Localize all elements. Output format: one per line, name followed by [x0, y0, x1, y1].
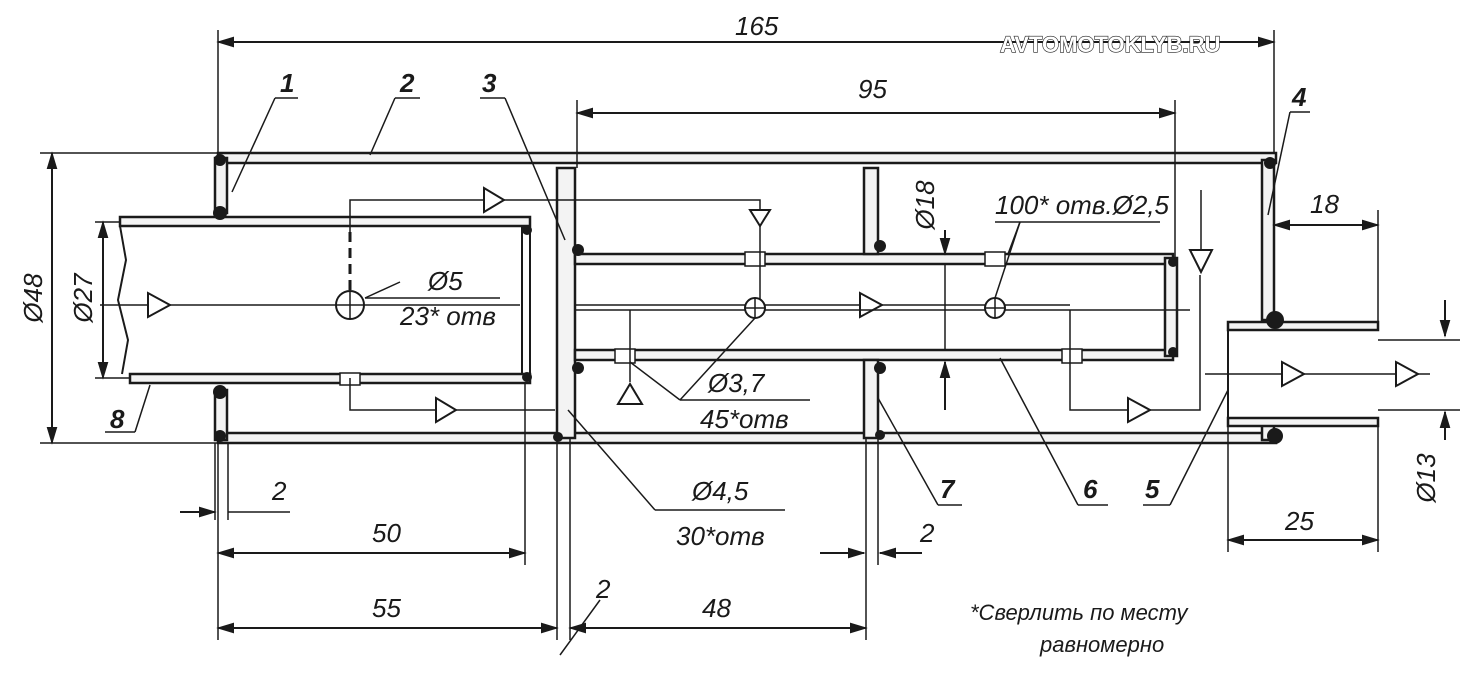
weld-points [213, 154, 1284, 444]
dim-wall-thickness: 2 [271, 476, 287, 506]
callout-3: 3 [482, 68, 497, 98]
dim-baffle-thickness: 2 [595, 574, 611, 604]
hole-d25-note: 100* отв.Ø2,5 [995, 190, 1170, 220]
hole-d37-size: Ø3,7 [707, 368, 766, 398]
dim-first-chamber: 55 [372, 593, 401, 623]
hole-d5-size: Ø5 [427, 266, 463, 296]
hole-d45-size: Ø4,5 [691, 476, 749, 506]
dim-overall-length: 165 [735, 11, 779, 41]
callout-7: 7 [940, 474, 956, 504]
dim-inlet-diameter: Ø27 [68, 272, 98, 324]
leader-lines [105, 97, 1310, 511]
callout-4: 4 [1291, 82, 1307, 112]
dim-inner-diameter: Ø18 [910, 180, 940, 231]
callout-1: 1 [280, 68, 294, 98]
dim-inner-length: 95 [858, 74, 887, 104]
callout-6: 6 [1083, 474, 1098, 504]
dim-inlet-insert: 50 [372, 518, 401, 548]
hole-d37-count: 45*отв [700, 404, 789, 434]
callout-5: 5 [1145, 474, 1160, 504]
callout-2: 2 [399, 68, 415, 98]
dim-outlet-diameter: Ø13 [1411, 453, 1441, 504]
hole-markers [335, 290, 1006, 320]
watermark: AVTOMOTOKLYB.RU [1000, 32, 1220, 57]
dimension-lines [40, 30, 1460, 656]
outlet-pipe [1226, 320, 1380, 428]
baffle-plate [555, 166, 577, 440]
footnote-line-2: равномерно [1039, 632, 1164, 657]
inner-tube [339, 251, 1179, 386]
inlet-pipe [116, 215, 532, 385]
hole-d45-count: 30*отв [676, 521, 765, 551]
dim-outer-diameter: Ø48 [18, 273, 48, 324]
dim-baffle-gap: 2 [919, 518, 935, 548]
dim-outlet-pipe: 25 [1284, 506, 1314, 536]
hole-d5-count: 23* отв [399, 301, 496, 331]
footnote-line-1: *Сверлить по месту [970, 600, 1189, 625]
second-baffle [862, 166, 880, 440]
dim-second-chamber: 48 [702, 593, 731, 623]
callout-8: 8 [110, 404, 125, 434]
dim-outlet-length: 18 [1310, 189, 1339, 219]
